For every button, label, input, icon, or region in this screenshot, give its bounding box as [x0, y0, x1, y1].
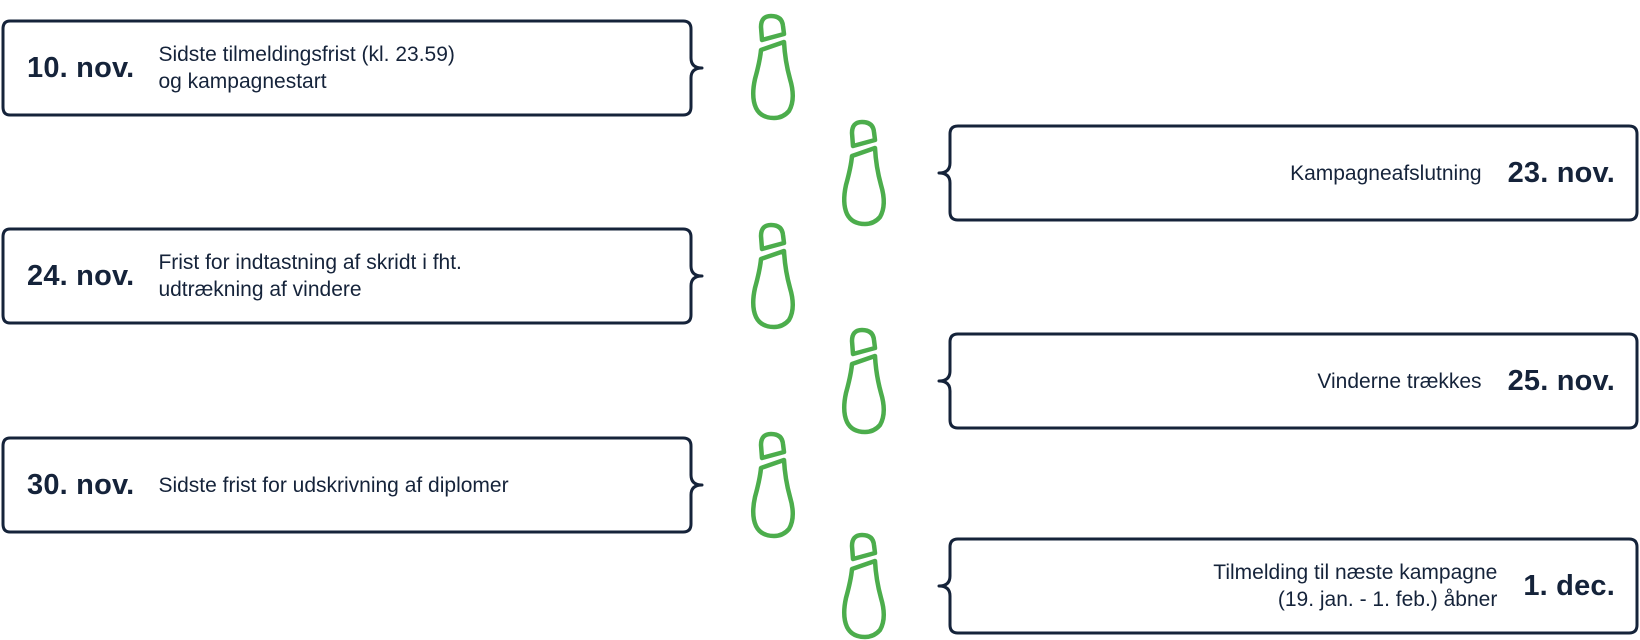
- event-description: Sidste frist for udskrivning af diplomer: [158, 473, 509, 497]
- callout-frame: [937, 537, 1639, 635]
- timeline-event-3: 24. nov. Frist for indtastning af skridt…: [1, 227, 712, 325]
- event-description: Kampagneafslutning: [1290, 161, 1482, 185]
- event-date: 10. nov.: [27, 51, 135, 84]
- footprint-icon: [842, 532, 886, 640]
- callout-frame: [937, 332, 1639, 430]
- event-date: 30. nov.: [27, 468, 135, 501]
- footprint-icon: [751, 222, 795, 330]
- event-date: 25. nov.: [1507, 364, 1615, 397]
- event-date: 24. nov.: [27, 259, 135, 292]
- callout-frame: [1, 227, 704, 325]
- callout-frame: [1, 19, 704, 117]
- timeline-event-6: Tilmelding til næste kampagne (19. jan. …: [930, 537, 1640, 635]
- footprint-icon: [842, 119, 886, 227]
- footprint-icon: [751, 431, 795, 539]
- footprint-icon: [751, 13, 795, 121]
- event-description: Tilmelding til næste kampagne (19. jan. …: [1213, 561, 1498, 611]
- callout-frame: [1, 436, 704, 534]
- event-description: Sidste tilmeldingsfrist (kl. 23.59) og k…: [158, 43, 455, 93]
- event-date: 1. dec.: [1523, 569, 1615, 602]
- event-date: 23. nov.: [1507, 156, 1615, 189]
- timeline-event-2: Kampagneafslutning 23. nov.: [930, 124, 1640, 222]
- timeline-event-1: 10. nov. Sidste tilmeldingsfrist (kl. 23…: [1, 19, 712, 117]
- timeline-event-4: Vinderne trækkes 25. nov.: [930, 332, 1640, 430]
- event-description: Vinderne trækkes: [1317, 369, 1482, 393]
- timeline-event-5: 30. nov. Sidste frist for udskrivning af…: [1, 436, 712, 534]
- footprint-icon: [842, 327, 886, 435]
- callout-frame: [937, 124, 1639, 222]
- event-description: Frist for indtastning af skridt i fht. u…: [158, 251, 462, 301]
